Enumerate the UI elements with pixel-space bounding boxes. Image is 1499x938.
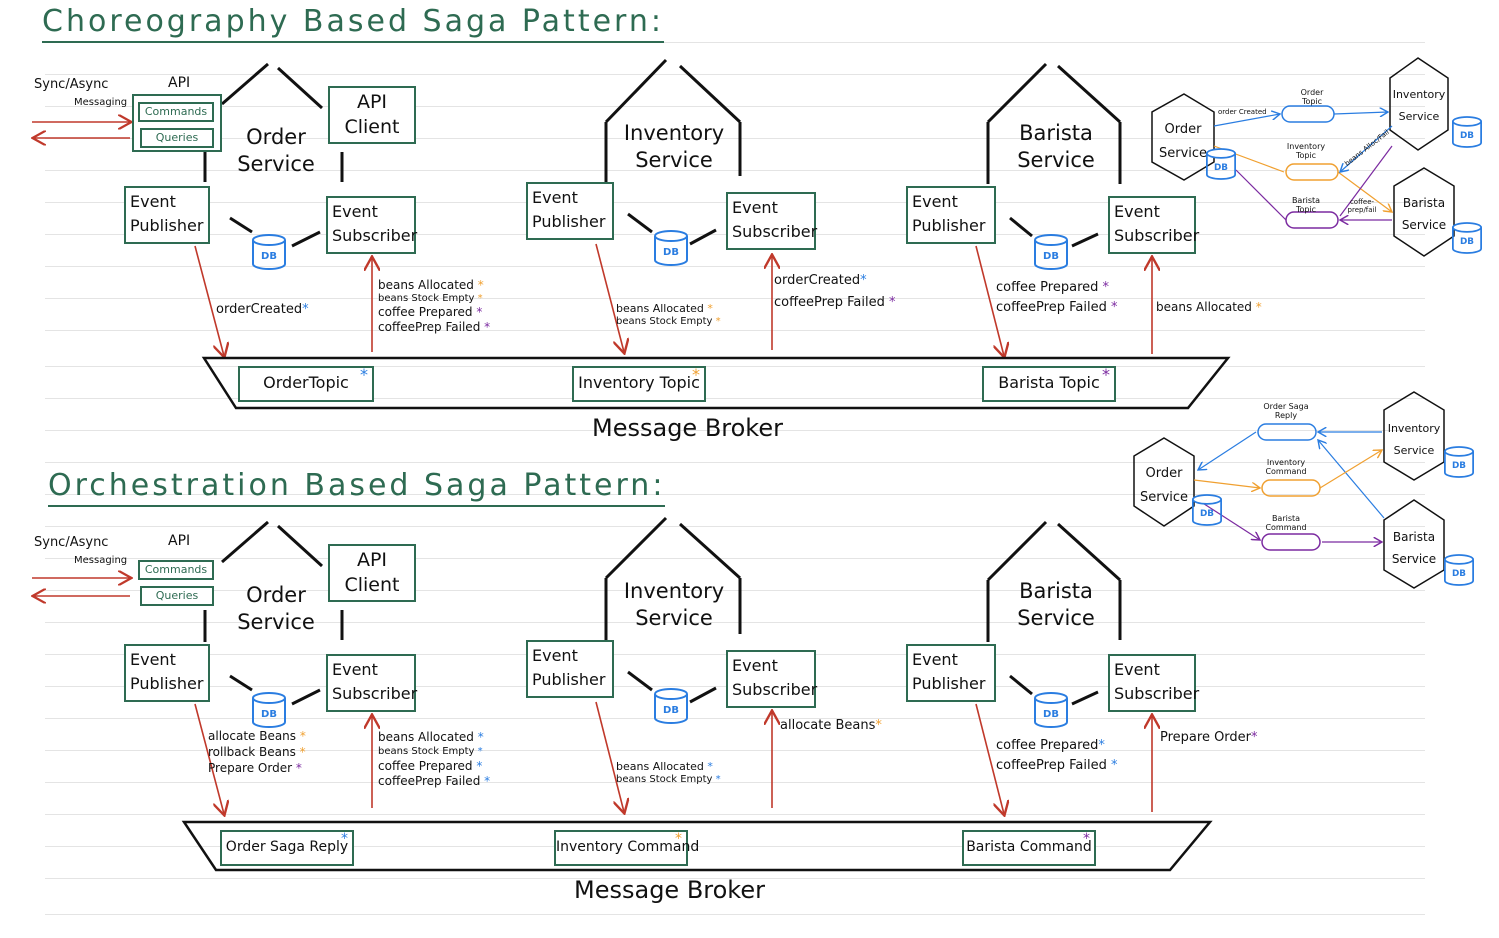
mini-inventory-service: Inventory Service	[1392, 88, 1446, 123]
event-list: beans Allocated * beans Stock Empty *	[616, 302, 721, 327]
event-label: allocate Beans*	[780, 718, 882, 733]
api-client-box[interactable]: API Client	[328, 86, 416, 144]
mini-order-saga-reply: Order Saga Reply	[1263, 402, 1309, 420]
order-event-publisher[interactable]: Event Publisher	[124, 644, 210, 702]
inventory-db-icon: DB	[654, 230, 688, 266]
barista-db-icon: DB	[1034, 692, 1068, 728]
sync-async-label: Sync/Async	[34, 535, 109, 550]
mini-db-icon: DB	[1444, 554, 1474, 586]
order-topic[interactable]: OrderTopic*	[238, 365, 374, 402]
order-event-subscriber[interactable]: Event Subscriber	[326, 196, 417, 254]
event-label: orderCreated*	[216, 302, 309, 317]
event-list: coffee Prepared * coffeePrep Failed *	[996, 280, 1118, 315]
orchestration-title: Orchestration Based Saga Pattern:	[48, 468, 666, 507]
order-event-subscriber[interactable]: Event Subscriber	[326, 654, 417, 712]
mini-barista-service: Barista Service	[1391, 530, 1437, 566]
svg-text:DB: DB	[1214, 163, 1228, 173]
svg-text:DB: DB	[261, 709, 277, 720]
svg-text:DB: DB	[1452, 569, 1466, 579]
inventory-topic[interactable]: Inventory Topic*	[572, 365, 706, 402]
svg-text:DB: DB	[1452, 461, 1466, 471]
api-label: API	[168, 533, 191, 549]
barista-db-icon: DB	[1034, 234, 1068, 270]
mini-db-icon: DB	[1206, 148, 1236, 180]
event-list: beans Allocated * beans Stock Empty * co…	[378, 730, 491, 788]
svg-text:DB: DB	[1043, 709, 1059, 720]
order-db-icon: DB	[252, 234, 286, 270]
inventory-event-subscriber[interactable]: Event Subscriber	[726, 650, 817, 708]
inventory-event-publisher[interactable]: Event Publisher	[526, 182, 614, 240]
svg-text:DB: DB	[1460, 237, 1474, 247]
event-label: Prepare Order*	[1160, 730, 1258, 745]
event-list: beans Allocated * beans Stock Empty *	[616, 760, 721, 785]
event-list: beans Allocated * beans Stock Empty * co…	[378, 278, 491, 334]
mini-order-service: Order Service	[1139, 466, 1189, 505]
commands-button[interactable]: Commands	[138, 560, 214, 580]
commands-button[interactable]: Commands	[138, 102, 214, 122]
mini-barista-service: Barista Service	[1401, 196, 1447, 232]
barista-command-topic[interactable]: Barista Command*	[962, 830, 1096, 866]
barista-event-publisher[interactable]: Event Publisher	[906, 186, 996, 244]
order-saga-reply-topic[interactable]: Order Saga Reply*	[220, 830, 354, 866]
svg-text:DB: DB	[1460, 131, 1474, 141]
inventory-event-subscriber[interactable]: Event Subscriber	[726, 192, 817, 250]
barista-topic[interactable]: Barista Topic*	[982, 365, 1116, 402]
event-label: beans Allocated *	[1156, 300, 1262, 314]
messaging-label: Messaging	[74, 555, 128, 566]
mini-db-icon: DB	[1452, 116, 1482, 148]
barista-event-subscriber[interactable]: Event Subscriber	[1108, 654, 1199, 712]
mini-inventory-service: Inventory Service	[1387, 422, 1441, 457]
sync-async-label: Sync/Async	[34, 77, 109, 92]
mini-inventory-topic: Inventory Topic	[1286, 142, 1326, 160]
barista-service-name: Barista Service	[1017, 121, 1095, 172]
mini-coffee-prep-label: coffee- prep/fail	[1347, 198, 1377, 214]
mini-barista-topic: Barista Topic	[1291, 196, 1321, 214]
svg-text:DB: DB	[663, 247, 679, 258]
mini-order-topic: Order Topic	[1300, 88, 1324, 106]
mini-inventory-command: Inventory Command	[1265, 458, 1307, 476]
barista-event-publisher[interactable]: Event Publisher	[906, 644, 996, 702]
order-service-name: Order Service	[237, 125, 315, 176]
mini-db-icon: DB	[1192, 494, 1222, 526]
message-broker-label: Message Broker	[592, 414, 783, 442]
svg-text:DB: DB	[1200, 509, 1214, 519]
svg-text:DB: DB	[1043, 251, 1059, 262]
inventory-event-publisher[interactable]: Event Publisher	[526, 640, 614, 698]
event-list: allocate Beans * rollback Beans * Prepar…	[208, 729, 306, 775]
inventory-command-topic[interactable]: Inventory Command*	[554, 830, 699, 866]
mini-order-service: Order Service	[1158, 122, 1208, 161]
queries-button[interactable]: Queries	[140, 128, 214, 148]
inventory-service-name: Inventory Service	[623, 121, 725, 172]
api-label: API	[168, 75, 191, 91]
queries-button[interactable]: Queries	[140, 586, 214, 606]
choreography-title: Choreography Based Saga Pattern:	[42, 4, 664, 43]
order-service-name: Order Service	[237, 583, 315, 634]
order-db-icon: DB	[252, 692, 286, 728]
message-broker-label: Message Broker	[574, 876, 765, 904]
event-list: orderCreated* coffeePrep Failed *	[774, 273, 896, 310]
mini-order-created-label: order Created	[1218, 108, 1267, 116]
barista-service-name: Barista Service	[1017, 579, 1095, 630]
inventory-db-icon: DB	[654, 688, 688, 724]
order-event-publisher[interactable]: Event Publisher	[124, 186, 210, 244]
api-client-box[interactable]: API Client	[328, 544, 416, 602]
mini-db-icon: DB	[1452, 222, 1482, 254]
messaging-label: Messaging	[74, 97, 128, 108]
mini-barista-command: Barista Command	[1265, 514, 1307, 532]
inventory-service-name: Inventory Service	[623, 579, 725, 630]
barista-event-subscriber[interactable]: Event Subscriber	[1108, 196, 1199, 254]
mini-db-icon: DB	[1444, 446, 1474, 478]
event-list: coffee Prepared* coffeePrep Failed *	[996, 738, 1118, 773]
svg-text:DB: DB	[663, 705, 679, 716]
svg-text:DB: DB	[261, 251, 277, 262]
